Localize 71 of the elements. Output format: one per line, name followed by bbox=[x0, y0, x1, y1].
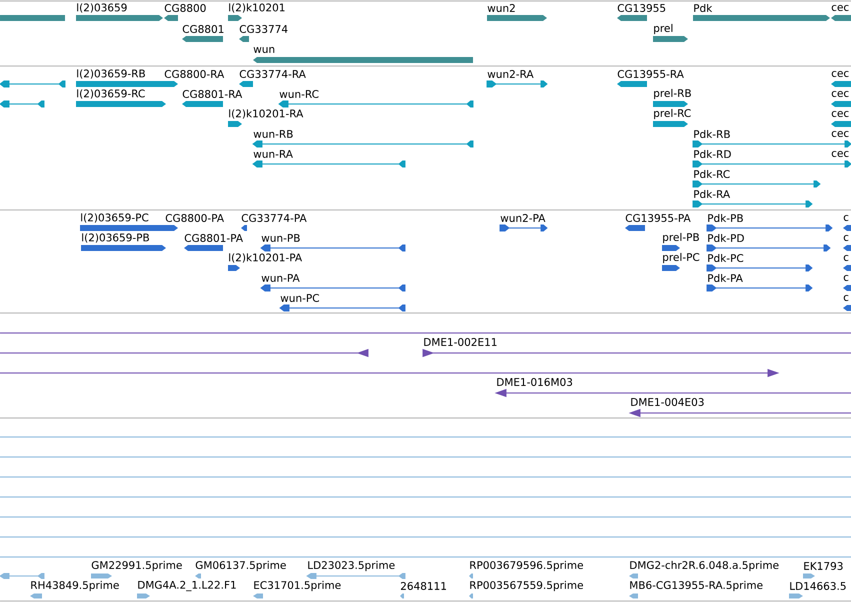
feature-label: c bbox=[844, 294, 848, 301]
feature-label: Pdk-PD bbox=[708, 234, 744, 242]
feature-label: cec bbox=[832, 4, 849, 11]
feature-label: c bbox=[844, 214, 848, 221]
feature-label: RP003679596.5prime bbox=[470, 560, 583, 572]
feature-label: c bbox=[844, 234, 848, 241]
feature-label: Pdk-PC bbox=[708, 254, 744, 262]
feature-label: Pdk-RA bbox=[694, 190, 730, 198]
feature-label: l(2)03659-PC bbox=[81, 213, 148, 223]
feature-label: l(2)03659-RC bbox=[77, 89, 145, 99]
feature-label: cec bbox=[832, 110, 849, 117]
feature-label: wun-RC bbox=[280, 90, 318, 98]
feature-label: DME1-002E11 bbox=[424, 338, 496, 346]
feature-label: CG8800 bbox=[164, 4, 206, 12]
feature-label: 2648111 bbox=[400, 582, 446, 590]
feature-label: CG8801-PA bbox=[184, 234, 243, 242]
feature-label: LD14663.5 bbox=[790, 582, 846, 590]
feature-label: GM22991.5prime bbox=[92, 560, 182, 572]
feature-label: l(2)k10201 bbox=[229, 3, 284, 13]
feature-label: cec bbox=[832, 90, 849, 97]
feature-label: EC31701.5prime bbox=[254, 580, 341, 592]
feature-label: l(2)03659-PB bbox=[82, 233, 149, 243]
feature-label: CG8801 bbox=[182, 25, 224, 33]
feature-label: Pdk-RC bbox=[694, 170, 730, 178]
feature-label: cec bbox=[832, 150, 849, 157]
feature-label: l(2)03659 bbox=[77, 3, 127, 13]
feature-label: wun-PB bbox=[262, 234, 300, 242]
feature-label: prel-RC bbox=[654, 108, 691, 120]
feature-label: EK1793 bbox=[804, 562, 843, 570]
feature-label: prel-PC bbox=[663, 252, 700, 264]
feature-label: Pdk-RB bbox=[694, 130, 730, 138]
feature-label: wun2-RA bbox=[488, 70, 534, 78]
feature-label: Pdk-PA bbox=[708, 274, 743, 282]
feature-label: DME1-004E03 bbox=[631, 398, 704, 406]
feature-label: LD23023.5prime bbox=[308, 560, 395, 572]
feature-label: wun-PA bbox=[262, 274, 300, 282]
feature-label: Pdk-RD bbox=[694, 150, 731, 158]
feature-label: CG33774-RA bbox=[240, 70, 306, 78]
feature-label: Pdk-PB bbox=[708, 214, 743, 222]
feature-label: CG33774-PA bbox=[242, 214, 307, 222]
feature-label: prel-RB bbox=[654, 88, 691, 100]
feature-label: GM06137.5prime bbox=[196, 560, 286, 572]
feature-label: DMG2-chr2R.6.048.a.5prime bbox=[630, 560, 779, 572]
feature-label: RH43849.5prime bbox=[31, 580, 119, 592]
feature-label: DME1-016M03 bbox=[497, 378, 572, 386]
feature-label: CG13955-RA bbox=[618, 70, 684, 78]
feature-label: Pdk bbox=[694, 4, 712, 12]
feature-label: wun-RB bbox=[254, 130, 293, 138]
feature-label: wun-RA bbox=[254, 150, 293, 158]
feature-label: CG8801-RA bbox=[182, 90, 242, 98]
feature-label: l(2)k10201-RA bbox=[229, 109, 304, 119]
feature-label: cec bbox=[832, 130, 849, 137]
feature-label: prel bbox=[654, 24, 672, 34]
feature-label: CG8800-RA bbox=[164, 70, 224, 78]
feature-label: MB6-CG13955-RA.5prime bbox=[630, 580, 762, 592]
feature-label: wun2 bbox=[488, 4, 515, 12]
feature-label: c bbox=[844, 254, 848, 261]
feature-label: c bbox=[844, 274, 848, 281]
feature-label: prel-PB bbox=[663, 232, 699, 244]
feature-label: CG33774 bbox=[240, 25, 288, 33]
feature-label: l(2)03659-RB bbox=[77, 69, 145, 79]
feature-label: RP003567559.5prime bbox=[470, 580, 583, 592]
feature-label: wun-PC bbox=[280, 294, 319, 302]
feature-label: l(2)k10201-PA bbox=[229, 253, 302, 263]
feature-label: cec bbox=[832, 70, 849, 77]
feature-label: CG13955-PA bbox=[626, 214, 691, 222]
feature-label: CG8800-PA bbox=[166, 214, 224, 222]
feature-label: wun2-PA bbox=[500, 214, 546, 222]
feature-label: wun bbox=[254, 46, 274, 53]
feature-label: CG13955 bbox=[618, 4, 666, 12]
feature-label: DMG4A.2_1.L22.F1 bbox=[138, 580, 236, 592]
